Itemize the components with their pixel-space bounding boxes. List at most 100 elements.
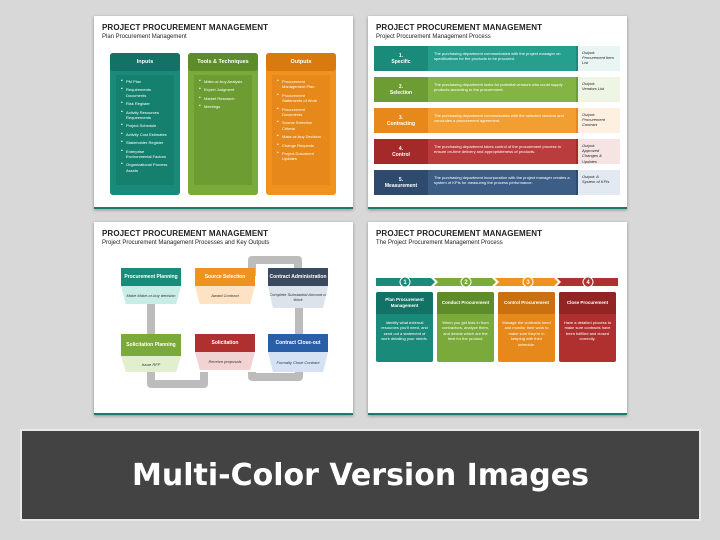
- slide-subtitle: Project Procurement Management Process: [376, 34, 491, 40]
- card-text: Have a detailed process to make sure con…: [563, 320, 612, 342]
- note-issue-rfp: Issue RFP: [121, 356, 181, 372]
- row-description: The purchasing department incorporation …: [428, 170, 576, 195]
- note-close-contract: Formally Close Contract: [268, 352, 328, 372]
- list-item: Activity Cost Estimates: [121, 132, 169, 137]
- row-output: Output:Procurement Contract: [576, 108, 620, 133]
- list-item: Risk Register: [121, 101, 169, 106]
- row-number-label: 5.Measurement: [374, 170, 428, 195]
- slide-subtitle: Project Procurement Management Processes…: [102, 240, 270, 246]
- output-label: Output: A: [582, 174, 599, 179]
- list-item: Market Research: [199, 96, 247, 101]
- row-number-label: 3.Contracting: [374, 108, 428, 133]
- slide-title: PROJECT PROCUREMENT MANAGEMENT: [376, 229, 543, 238]
- process-row-measurement: 5.Measurement The purchasing department …: [374, 170, 620, 195]
- list-item: Meetings: [199, 104, 247, 109]
- column-body: PM Plan Requirements Documents Risk Regi…: [116, 75, 174, 185]
- row-label: Control: [392, 151, 410, 158]
- box-solicitation-planning: Solicitation Planning: [121, 334, 181, 356]
- slide-processes-key-outputs[interactable]: PROJECT PROCUREMENT MANAGEMENT Project P…: [94, 222, 353, 415]
- step-card-conduct: Conduct Procurement When you get bids in…: [437, 292, 494, 362]
- box-label: Source Selection: [204, 274, 246, 280]
- box-label: Contract Administration: [269, 274, 327, 280]
- process-row-selection: 2.Selection The purchasing department lo…: [374, 77, 620, 102]
- list-item: Procurement Management Plan: [277, 79, 325, 90]
- note-text: Complete Substantial Amount of Work: [269, 292, 327, 302]
- output-label: Output:: [582, 112, 596, 117]
- row-label: Contracting: [386, 120, 416, 127]
- list-item: Organizational Process Assets: [121, 162, 169, 173]
- column-body: Make-or-buy Analysis Expert Judgment Mar…: [194, 75, 252, 185]
- list-item: Make-or-buy Analysis: [199, 79, 247, 84]
- note-text: Award Contract: [211, 292, 239, 298]
- output-label: Output:: [582, 81, 596, 86]
- output-value: Procurement Item List: [582, 55, 614, 66]
- slide-plan-procurement[interactable]: PROJECT PROCUREMENT MANAGEMENT Plan Proc…: [94, 16, 353, 209]
- row-number: 4.: [398, 145, 404, 152]
- card-text: Manage the contracts hired and monitor t…: [502, 320, 551, 347]
- box-procurement-planning: Procurement Planning: [121, 268, 181, 286]
- slide-subtitle: The Project Procurement Management Proce…: [376, 240, 503, 246]
- row-description: The purchasing department looks for pote…: [428, 77, 576, 102]
- row-number: 5.: [398, 176, 404, 183]
- list-item: Change Requests: [277, 143, 325, 148]
- row-number: 3.: [398, 114, 404, 121]
- box-label: Solicitation: [211, 340, 239, 346]
- process-row-specific: 1.Specific The purchasing department com…: [374, 46, 620, 71]
- row-output: Output:Vendors List: [576, 77, 620, 102]
- box-label: Contract Close-out: [275, 340, 321, 346]
- process-row-control: 4.Control The purchasing department take…: [374, 139, 620, 164]
- card-heading: Control Procurement: [498, 292, 555, 314]
- slide-procurement-process-steps[interactable]: PROJECT PROCUREMENT MANAGEMENT The Proje…: [368, 222, 627, 415]
- box-contract-administration: Contract Administration: [268, 268, 328, 286]
- card-heading: Conduct Procurement: [437, 292, 494, 314]
- list-item: Source Selection Criteria: [277, 120, 325, 131]
- note-text: Formally Close Contract: [276, 359, 320, 365]
- column-body: Procurement Management Plan Procurement …: [272, 75, 330, 185]
- column-head: Tools & Techniques: [188, 53, 258, 71]
- list-item: Enterprise Environmental Factors: [121, 149, 169, 160]
- note-award-contract: Award Contract: [195, 286, 255, 304]
- box-label: Solicitation Planning: [126, 342, 176, 348]
- step-number: 4: [586, 280, 590, 286]
- row-number-label: 4.Control: [374, 139, 428, 164]
- box-source-selection: Source Selection: [195, 268, 255, 286]
- box-contract-close-out: Contract Close-out: [268, 334, 328, 352]
- slide-title: PROJECT PROCUREMENT MANAGEMENT: [376, 23, 543, 32]
- list-item: Project Document Updates: [277, 151, 325, 162]
- slide-title: PROJECT PROCUREMENT MANAGEMENT: [102, 229, 269, 238]
- note-text: Issue RFP: [141, 361, 161, 367]
- note-complete-work: Complete Substantial Amount of Work: [268, 286, 328, 308]
- output-value: Approved Changes & Updates: [582, 148, 602, 164]
- step-number: 1: [403, 280, 407, 286]
- list-item: Requirements Documents: [121, 87, 169, 98]
- step-number: 3: [526, 280, 530, 286]
- list-item: Procurement Statements of Work: [277, 93, 325, 104]
- version-banner: Multi-Color Version Images: [20, 429, 701, 521]
- row-number: 2.: [398, 83, 404, 90]
- output-label: Output:: [582, 50, 596, 55]
- row-number: 1.: [398, 52, 404, 59]
- row-description: The purchasing department takes control …: [428, 139, 576, 164]
- slide-procurement-process-list[interactable]: PROJECT PROCUREMENT MANAGEMENT Project P…: [368, 16, 627, 209]
- box-label: Procurement Planning: [124, 274, 178, 280]
- output-value: System of KPIs: [582, 179, 610, 185]
- row-label: Selection: [389, 89, 413, 96]
- column-head: Inputs: [110, 53, 180, 71]
- banner-title: Multi-Color Version Images: [132, 457, 589, 493]
- process-row-contracting: 3.Contracting The purchasing department …: [374, 108, 620, 133]
- card-heading: Plan Procurement Management: [376, 292, 433, 314]
- step-card-control: Control Procurement Manage the contracts…: [498, 292, 555, 362]
- note-text: Make Make-or-buy decision: [126, 292, 176, 298]
- card-heading: Close Procurement: [559, 292, 616, 314]
- column-inputs: Inputs PM Plan Requirements Documents Ri…: [110, 53, 180, 195]
- box-solicitation: Solicitation: [195, 334, 255, 352]
- flow-loop: [147, 256, 303, 388]
- row-number-label: 2.Selection: [374, 77, 428, 102]
- row-description: The purchasing department communicates w…: [428, 108, 576, 133]
- step-arrows: 1 2 3 4: [376, 276, 618, 288]
- list-item: Make-or-buy Decision: [277, 134, 325, 139]
- list-item: PM Plan: [121, 79, 169, 84]
- note-receive-proposals: Receive proposals: [195, 352, 255, 370]
- step-card-close: Close Procurement Have a detailed proces…: [559, 292, 616, 362]
